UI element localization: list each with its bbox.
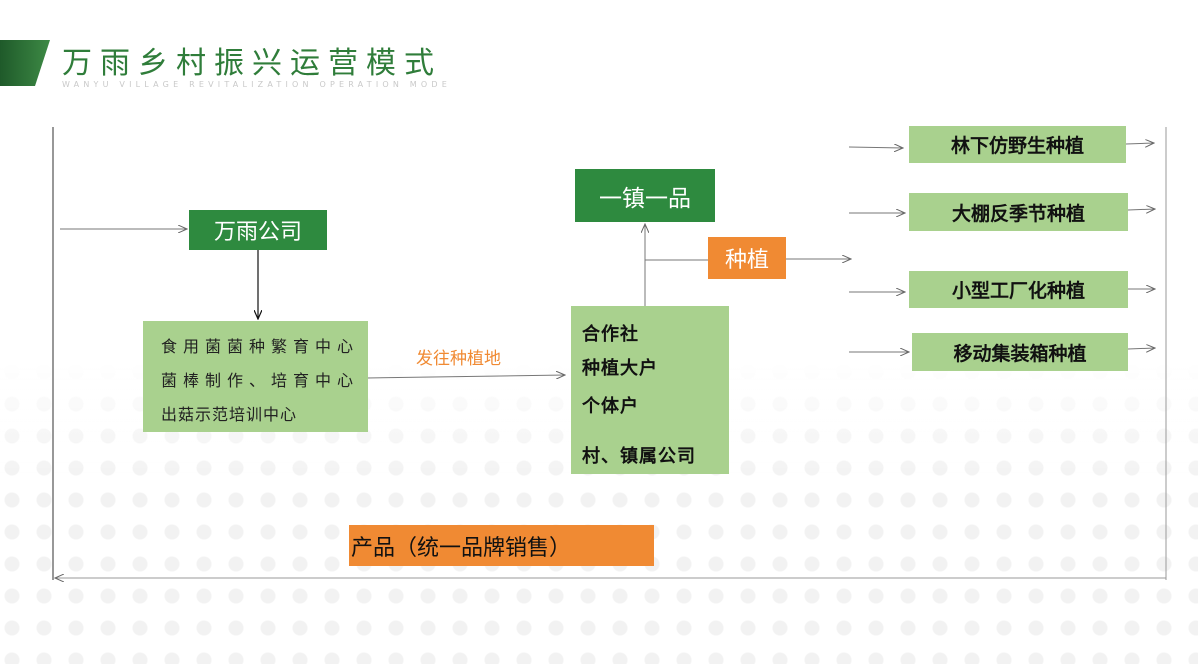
center-to-coop-arrow (366, 375, 565, 378)
coop-node: 合作社 种植大户 个体户 村、镇属公司 (571, 306, 729, 474)
method-node: 林下仿野生种植 (909, 126, 1126, 163)
center-line: 出菇示范培训中心 (161, 405, 298, 424)
company-node: 万雨公司 (189, 210, 327, 250)
page-title: 万雨乡村振兴运营模式 (62, 46, 442, 81)
center-node: 食用菌菌种繁育中心 菌棒制作、培育中心 出菇示范培训中心 (143, 321, 368, 432)
send-label: 发往种植地 (416, 349, 501, 369)
method-node: 移动集装箱种植 (912, 333, 1128, 371)
one-town-node: 一镇一品 (575, 169, 715, 222)
page-subtitle: WANYU VILLAGE REVITALIZATION OPERATION M… (62, 80, 452, 89)
method-node: 大棚反季节种植 (909, 193, 1128, 231)
coop-line: 村、镇属公司 (582, 446, 696, 467)
coop-line: 种植大户 (582, 358, 658, 379)
coop-line: 合作社 (582, 324, 639, 345)
coop-line: 个体户 (582, 396, 639, 417)
method-node: 小型工厂化种植 (909, 271, 1128, 308)
center-line: 食用菌菌种繁育中心 (161, 337, 360, 356)
center-line: 菌棒制作、培育中心 (161, 371, 360, 390)
product-node: 产品（统一品牌销售） (349, 525, 654, 566)
planting-node: 种植 (708, 237, 786, 279)
